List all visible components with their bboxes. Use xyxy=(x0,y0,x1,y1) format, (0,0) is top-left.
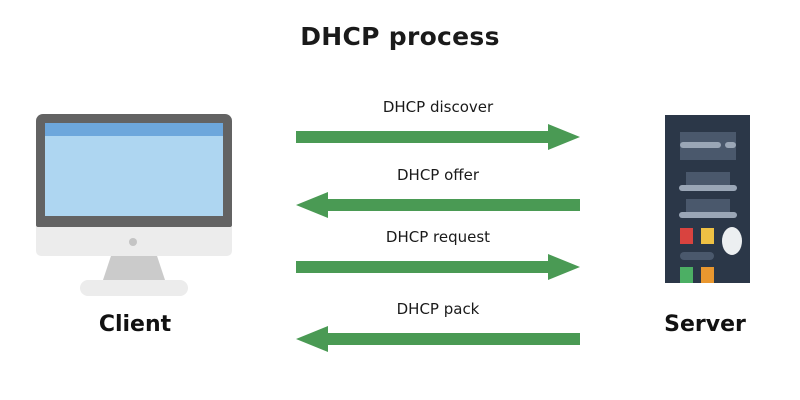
server-led-orange xyxy=(701,267,714,283)
server-drive-bay-1-slot-end xyxy=(725,142,736,148)
monitor-indicator-dot xyxy=(129,238,137,246)
server-led-red xyxy=(680,228,693,244)
message-row-4: DHCP pack xyxy=(296,300,580,352)
monitor-bezel xyxy=(36,114,232,227)
server-panel-bar xyxy=(680,252,714,260)
monitor-screen-topbar xyxy=(45,123,223,136)
server-led-green xyxy=(680,267,693,283)
server-drive-bay-2 xyxy=(686,172,730,185)
server-led-yellow xyxy=(701,228,714,244)
message-label-2: DHCP offer xyxy=(396,166,480,184)
server-tower-icon xyxy=(665,115,750,283)
server-drive-bay-3-slot xyxy=(679,212,737,218)
message-row-3: DHCP request xyxy=(296,228,580,280)
monitor-stand-base xyxy=(80,280,188,296)
arrow-left-icon-2 xyxy=(296,192,580,218)
message-row-1: DHCP discover xyxy=(296,98,580,150)
server-label: Server xyxy=(664,312,746,337)
message-row-2: DHCP offer xyxy=(296,166,580,218)
server-power-button-icon xyxy=(722,227,742,255)
server-drive-bay-2-slot xyxy=(679,185,737,191)
arrow-right-icon-1 xyxy=(296,124,580,150)
page-title: DHCP process xyxy=(300,22,500,51)
server-drive-bay-1-slot xyxy=(680,142,721,148)
message-label-3: DHCP request xyxy=(385,228,491,246)
monitor-screen xyxy=(45,123,223,216)
arrow-right-icon-3 xyxy=(296,254,580,280)
arrow-left-icon-4 xyxy=(296,326,580,352)
monitor-stand-neck xyxy=(102,256,166,283)
client-label: Client xyxy=(98,312,172,337)
message-label-1: DHCP discover xyxy=(382,98,494,116)
message-label-4: DHCP pack xyxy=(396,300,480,318)
server-drive-bay-3 xyxy=(686,199,730,212)
